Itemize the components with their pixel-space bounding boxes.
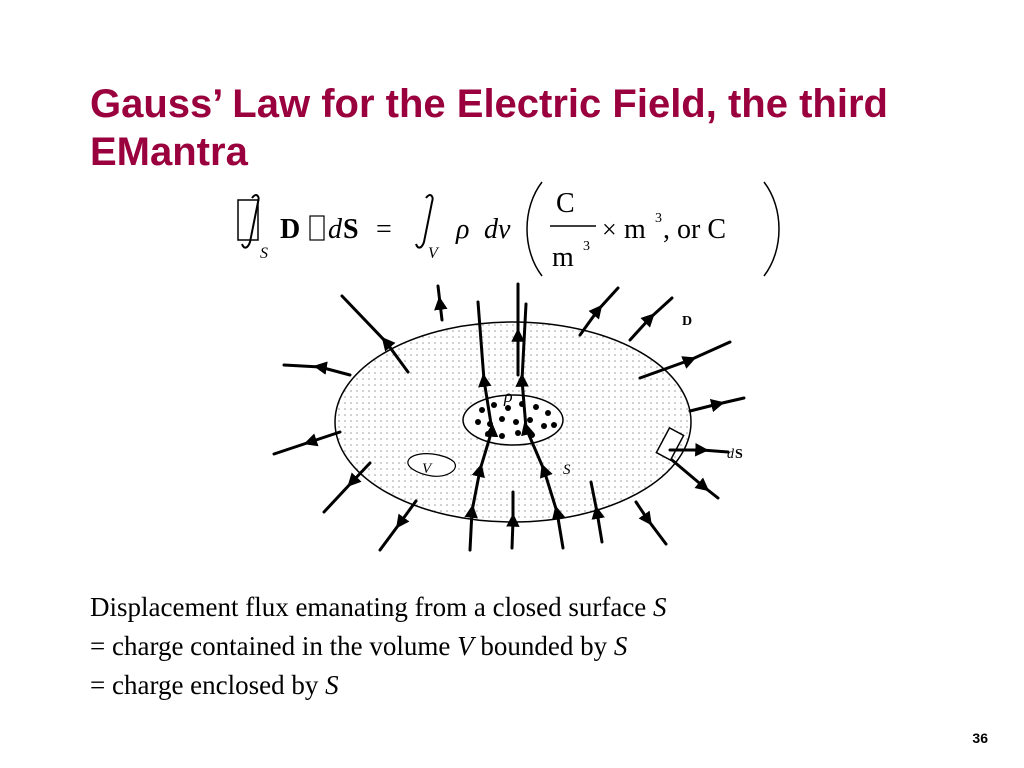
slide-title: Gauss’ Law for the Electric Field, the t… <box>90 82 888 174</box>
gauss-surface-diagram: D ρ V S d S <box>272 282 746 552</box>
or-coulomb: , or C <box>663 214 726 245</box>
page-number: 36 <box>972 730 988 746</box>
label-rho: ρ <box>503 386 513 406</box>
dv-term: dv <box>484 214 511 245</box>
line2-mid-text: bounded by <box>473 631 614 661</box>
line3-var-s: S <box>325 670 339 700</box>
line1-var-s: S <box>653 592 667 622</box>
unit-m: m <box>624 214 646 245</box>
unit-m-exponent: 3 <box>655 211 662 226</box>
line2-var-s: S <box>613 631 628 661</box>
line3-text: = charge enclosed by <box>90 670 326 700</box>
surface-subscript: S <box>260 245 268 262</box>
line1-text: Displacement flux emanating from a close… <box>90 592 654 622</box>
left-paren-icon <box>526 181 543 277</box>
vector-s: S <box>343 214 359 245</box>
dot-product-icon <box>309 215 325 241</box>
text-line-1: Displacement flux emanating from a close… <box>90 588 970 627</box>
explanation-text: Displacement flux emanating from a close… <box>90 588 970 705</box>
label-s: S <box>563 462 571 478</box>
vector-d: D <box>280 214 300 245</box>
rho-symbol: ρ <box>455 214 469 245</box>
closed-surface-integral-icon <box>237 194 260 249</box>
volume-subscript: V <box>428 245 440 262</box>
volume-integral-icon <box>415 194 434 249</box>
right-paren-icon <box>763 181 780 277</box>
text-line-2: = charge contained in the volume V bound… <box>90 627 970 666</box>
label-v: V <box>422 461 433 477</box>
text-line-3: = charge enclosed by S <box>90 666 970 705</box>
surface-element-ds <box>655 426 685 462</box>
gauss-law-equation: S D d S = V ρ dv C m 3 × m 3 , or C <box>237 181 780 277</box>
diff-d: d <box>328 214 343 245</box>
label-ds-s: S <box>735 447 743 462</box>
field-lines <box>272 282 746 552</box>
volume-v-region <box>407 453 456 477</box>
times-sign: × <box>602 215 617 244</box>
unit-denominator: m <box>552 242 574 273</box>
unit-den-exponent: 3 <box>583 239 590 254</box>
equals-sign: = <box>376 214 392 245</box>
line2-text: = charge contained in the volume <box>90 631 458 661</box>
line2-var-v: V <box>457 631 474 661</box>
label-ds-d: d <box>727 447 735 462</box>
label-d: D <box>682 314 692 329</box>
unit-numerator: C <box>556 188 575 219</box>
